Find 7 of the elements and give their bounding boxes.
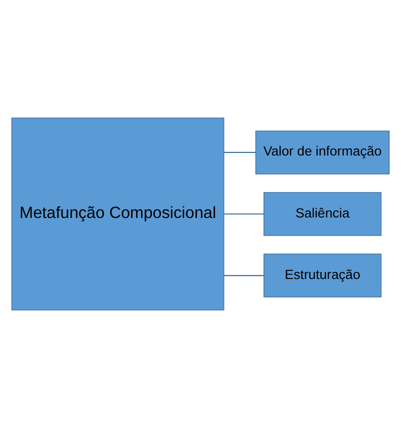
node-box: Valor de informação (255, 130, 390, 174)
connector (224, 274, 264, 276)
node-box: Estruturação (264, 253, 382, 297)
connector (224, 151, 256, 152)
node-box: Metafunção Composicional (11, 117, 224, 310)
connector (224, 212, 264, 214)
node-box: Saliência (264, 192, 382, 236)
